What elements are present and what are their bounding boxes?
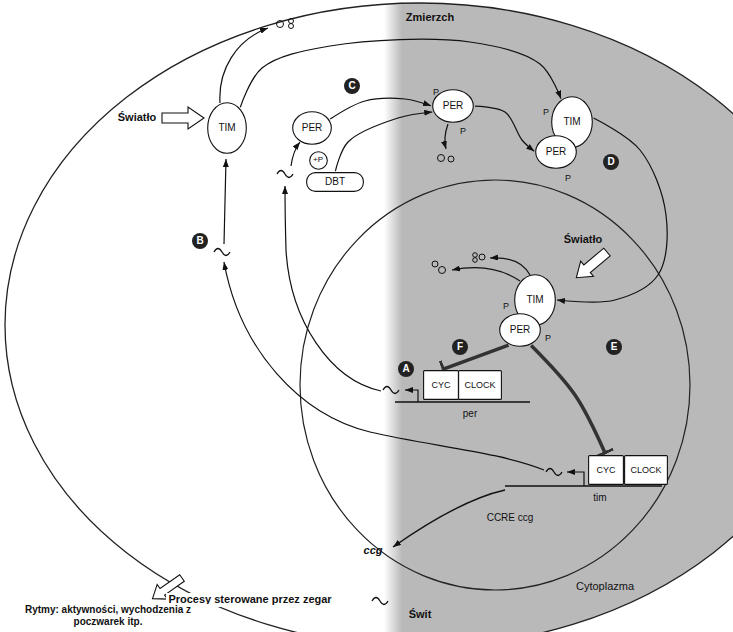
callout-letter: F	[452, 339, 468, 355]
node-text: CLOCK	[630, 465, 661, 475]
node-text: TIM	[218, 122, 235, 134]
degradation-arrow	[452, 268, 520, 281]
node-text: PER	[510, 324, 531, 336]
mrna-wave	[372, 598, 388, 605]
node-text: PER	[546, 146, 567, 158]
callout-letter: A	[398, 361, 414, 377]
node-text: PER	[443, 100, 464, 112]
inhibition-connector	[442, 345, 509, 370]
light-label: Światło	[116, 111, 159, 124]
factor-box: CLOCK	[458, 370, 502, 400]
node-text: CLOCK	[464, 380, 495, 390]
phosphate-label: P	[563, 173, 573, 184]
node-text: +P	[313, 155, 323, 164]
phosphate-label: P	[543, 333, 553, 344]
cell-outline	[5, 3, 733, 632]
callout-letter: F	[457, 341, 463, 353]
gene-name: tim	[591, 492, 608, 504]
phosphate-label: P	[541, 107, 551, 118]
factor-box: CYC	[588, 455, 624, 485]
arrow-connector	[240, 39, 561, 107]
mrna-wave	[277, 171, 293, 178]
node-text: CYC	[596, 465, 615, 475]
factor-box: CYC	[423, 370, 459, 400]
arrow-connector	[330, 98, 431, 119]
phosphate-label: P	[501, 301, 511, 312]
callout-letter: E	[606, 339, 622, 355]
node-text: TIM	[526, 294, 543, 306]
degradation-symbol	[473, 253, 478, 258]
light-arrow	[570, 244, 613, 285]
callout-letter: C	[344, 78, 360, 94]
degradation-symbol	[432, 261, 438, 267]
degradation-symbol	[277, 21, 284, 28]
degradation-symbol	[439, 267, 446, 274]
callout-letter: E	[611, 341, 618, 353]
protein-oval: PER	[499, 313, 541, 347]
callout-letter: B	[196, 235, 203, 247]
gene-name: ccg	[362, 544, 385, 557]
gene-name: per	[461, 408, 479, 420]
export-arrow	[285, 186, 381, 391]
translation-arrow	[291, 142, 300, 166]
callout-letter: A	[402, 363, 409, 375]
export-arrow	[224, 262, 544, 470]
node-text: TIM	[563, 116, 580, 128]
degradation-symbol	[438, 155, 445, 162]
arrow-connector	[335, 112, 432, 171]
light-label: Światło	[562, 233, 605, 246]
gene-name: CCRE ccg	[485, 512, 536, 524]
degradation-symbol	[479, 254, 485, 260]
mrna-wave	[383, 387, 399, 394]
phosphate-circle: +P	[309, 151, 328, 170]
mrna-wave	[214, 249, 230, 256]
phosphate-label: P	[458, 126, 468, 137]
arrow-connector	[475, 106, 534, 151]
protein-oval: TIM	[207, 102, 247, 154]
callout-letter: D	[603, 154, 619, 170]
transcription-start	[567, 472, 584, 486]
transcription-start	[405, 390, 418, 402]
degradation-arrow	[490, 258, 530, 275]
node-text: CYC	[431, 380, 450, 390]
inhibition-connector	[531, 345, 605, 454]
degradation-arrow	[220, 28, 268, 103]
time-label: Świt	[407, 608, 434, 621]
kinase-box: DBT	[306, 172, 364, 192]
mrna-wave	[546, 469, 562, 476]
callout-letter: B	[192, 233, 208, 249]
translation-arrow	[224, 159, 226, 244]
phosphate-label: P	[431, 87, 441, 98]
callout-letter: C	[348, 80, 355, 92]
light-arrow	[162, 107, 204, 129]
protein-oval: PER	[292, 111, 332, 145]
nucleus-outline	[300, 180, 690, 590]
compartment-label: Cytoplazma	[574, 580, 636, 593]
node-text: PER	[302, 122, 323, 134]
per-gene-line	[395, 401, 530, 402]
degradation-symbol	[448, 156, 454, 162]
degradation-symbol	[289, 24, 294, 29]
rhythm-label: Rytmy: aktywności, wychodzenia z poczwar…	[6, 604, 210, 628]
factor-box: CLOCK	[624, 455, 668, 485]
protein-oval: PER	[535, 135, 577, 169]
time-label: Zmierzch	[404, 11, 456, 24]
node-text: DBT	[325, 176, 345, 188]
degradation-arrow	[445, 124, 448, 149]
callout-letter: D	[607, 156, 614, 168]
degradation-symbol	[473, 258, 478, 263]
degradation-symbol	[289, 19, 294, 24]
